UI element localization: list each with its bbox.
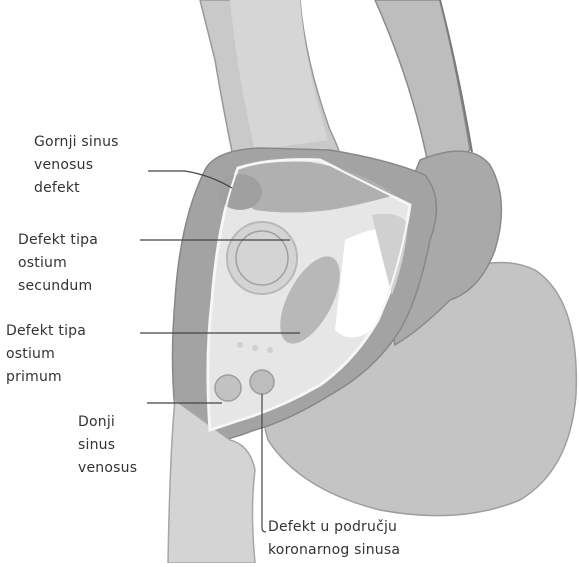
coronary-sinus-defect [250,370,274,394]
great-vessel-back [375,0,470,175]
label-donji-sinus-venosus: Donji sinus venosus [78,411,137,480]
label-koronarni-sinus: Defekt u području koronarnog sinusa [268,516,400,562]
label-ostium-secundum: Defekt tipa ostium secundum [18,229,98,298]
inferior-sinus-venosus-defect [215,375,241,401]
label-ostium-primum: Defekt tipa ostium primum [6,320,86,389]
ostium-secundum-defect [227,222,297,294]
label-gornji-sinus-venosus: Gornji sinus venosus defekt [34,131,119,200]
superior-sinus-venosus-defect [218,174,262,210]
